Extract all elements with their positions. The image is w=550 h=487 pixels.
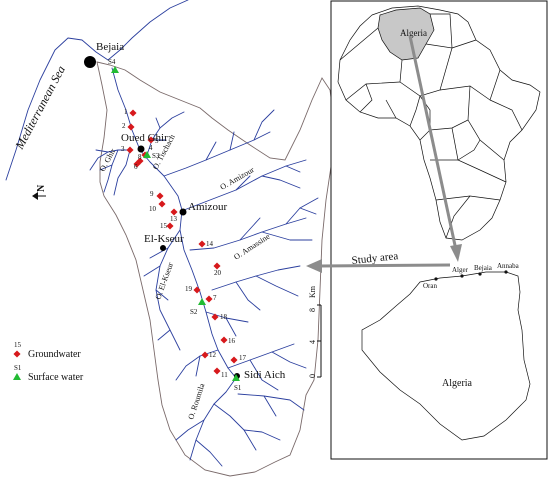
scale-bar: 0 4 8 Km bbox=[308, 285, 322, 378]
africa-map bbox=[337, 5, 541, 241]
town-marker-amizour bbox=[179, 208, 187, 216]
scale-tick-4: 4 bbox=[308, 340, 317, 344]
sw-label: S1 bbox=[234, 384, 242, 392]
gw-point-16 bbox=[220, 336, 228, 344]
legend-groundwater-symbol bbox=[13, 350, 21, 358]
surface-labels: S4 S3 S2 S1 bbox=[108, 58, 242, 392]
gw-label: 15 bbox=[160, 222, 168, 230]
sw-point-s2 bbox=[198, 298, 206, 305]
inset-algeria-top-label: Algeria bbox=[400, 28, 427, 38]
scale-unit: Km bbox=[308, 285, 317, 298]
gw-point-17 bbox=[230, 356, 238, 364]
town-marker-bejaia bbox=[84, 56, 96, 68]
gw-label: 5 bbox=[155, 137, 159, 145]
gw-label: 1 bbox=[124, 108, 128, 116]
sw-label: S3 bbox=[152, 152, 160, 160]
city-label-annaba: Annaba bbox=[497, 262, 520, 270]
sw-point-s4 bbox=[111, 66, 119, 73]
gw-label: 18 bbox=[220, 313, 228, 321]
river-network bbox=[89, 67, 319, 467]
river-label-o-roumila: O. Roumila bbox=[186, 382, 206, 421]
gw-point-19 bbox=[193, 286, 201, 294]
gw-label: 17 bbox=[239, 354, 247, 362]
surface-points bbox=[111, 66, 240, 381]
inset-city-markers bbox=[434, 270, 508, 281]
town-label-oued-ghir: Oued Ghir bbox=[121, 132, 168, 144]
gw-label: 16 bbox=[228, 337, 236, 345]
gw-point-11 bbox=[213, 367, 221, 375]
legend-surface-label: Surface water bbox=[28, 372, 84, 383]
sw-point-s1 bbox=[232, 374, 240, 381]
study-area-label: Study area bbox=[351, 250, 399, 267]
gw-point-5 bbox=[147, 136, 155, 144]
gw-label: 8 bbox=[138, 153, 142, 161]
gw-label: 2 bbox=[122, 122, 126, 130]
gw-label: 20 bbox=[214, 269, 222, 277]
north-arrow: N bbox=[32, 184, 47, 200]
town-label-amizour: Amizour bbox=[188, 201, 227, 213]
town-labels: Bejaia Oued Ghir Amizour El-Kseur Sidi A… bbox=[96, 41, 286, 381]
city-label-alger: Alger bbox=[452, 266, 469, 274]
gw-point-12 bbox=[201, 351, 209, 359]
river-label-o-el-kseur: O. El-Kseur bbox=[153, 261, 175, 301]
sw-label: S4 bbox=[108, 58, 116, 66]
gw-point-20 bbox=[213, 262, 221, 270]
gw-label: 9 bbox=[150, 190, 154, 198]
gw-label: 3 bbox=[121, 145, 125, 153]
basin-boundary bbox=[96, 61, 335, 477]
gw-label: 11 bbox=[221, 371, 228, 379]
gw-point-7 bbox=[205, 295, 213, 303]
arrow-down-icon bbox=[450, 244, 462, 262]
gw-label: 12 bbox=[209, 351, 217, 359]
sw-label: S2 bbox=[190, 308, 198, 316]
gw-point-9 bbox=[156, 192, 164, 200]
river-label-o-amizour: O. Amizour bbox=[219, 165, 257, 192]
arrow-left-icon bbox=[306, 259, 322, 273]
city-label-oran: Oran bbox=[423, 282, 437, 290]
groundwater-points bbox=[126, 109, 238, 375]
gw-point-13 bbox=[170, 208, 178, 216]
gw-point-15 bbox=[166, 222, 174, 230]
legend-surface-symbol bbox=[13, 373, 21, 380]
sea-label: Mediterranean Sea bbox=[12, 63, 68, 152]
scale-tick-0: 0 bbox=[308, 374, 317, 378]
gw-label: 6 bbox=[134, 163, 138, 171]
city-label-bejaia: Bejaia bbox=[474, 264, 493, 272]
gw-point-8 bbox=[133, 160, 141, 168]
north-arrow-icon bbox=[32, 192, 38, 200]
legend-gw-number: 15 bbox=[14, 341, 22, 349]
gw-point-18 bbox=[211, 313, 219, 321]
algeria-highlight bbox=[377, 7, 435, 61]
legend: 15 Groundwater S1 Surface water bbox=[13, 341, 84, 383]
coastline bbox=[5, 0, 189, 181]
legend-sw-number: S1 bbox=[14, 364, 22, 372]
inset-city-labels: Oran Alger Bejaia Annaba bbox=[423, 262, 520, 290]
town-label-bejaia: Bejaia bbox=[96, 41, 124, 53]
inset-algeria-bottom-label: Algeria bbox=[442, 378, 473, 389]
gw-point-10 bbox=[158, 200, 166, 208]
town-label-sidi-aich: Sidi Aich bbox=[244, 369, 286, 381]
town-label-el-kseur: El-Kseur bbox=[144, 233, 184, 245]
gw-label: 19 bbox=[185, 285, 193, 293]
gw-point-3 bbox=[126, 146, 134, 154]
gw-label: 10 bbox=[149, 205, 157, 213]
gw-point-14 bbox=[198, 240, 206, 248]
gw-point-2 bbox=[127, 123, 135, 131]
legend-groundwater-label: Groundwater bbox=[28, 349, 81, 360]
inset-frame bbox=[330, 0, 548, 460]
sw-point-s3 bbox=[143, 151, 151, 158]
scale-tick-8: 8 bbox=[308, 308, 317, 312]
groundwater-labels: 1 2 3 4 5 6 7 8 9 10 11 12 13 14 15 16 1… bbox=[121, 108, 247, 379]
north-label: N bbox=[36, 184, 47, 192]
town-marker-oued-ghir bbox=[137, 145, 145, 153]
gw-label: 13 bbox=[170, 215, 178, 223]
gw-label: 14 bbox=[206, 240, 214, 248]
gw-point-1 bbox=[129, 109, 137, 117]
gw-label: 4 bbox=[149, 144, 153, 152]
town-marker-el-kseur bbox=[160, 245, 166, 251]
locator-arrows bbox=[306, 35, 462, 273]
gw-label: 7 bbox=[213, 294, 217, 302]
